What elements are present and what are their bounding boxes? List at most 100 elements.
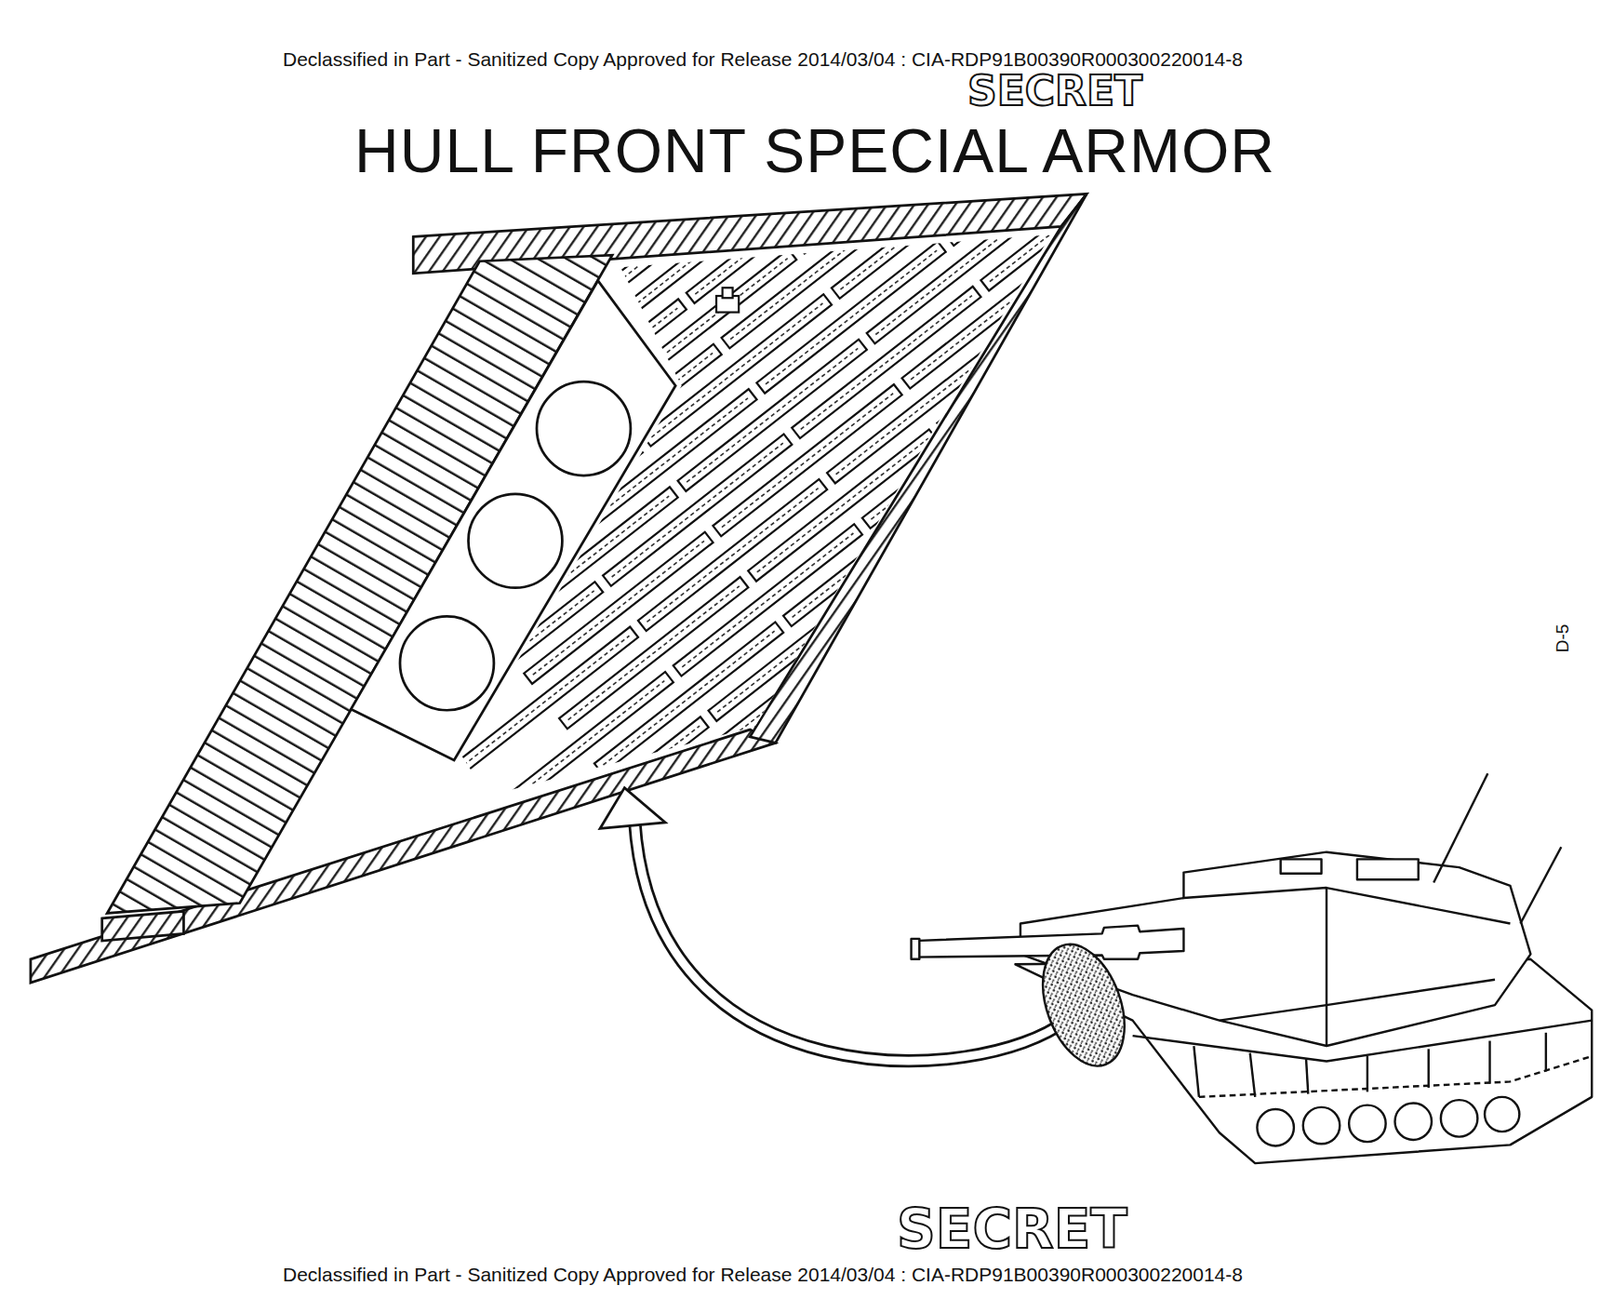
slat-core — [457, 635, 629, 770]
slat-outline — [629, 666, 819, 819]
laminate-slat — [1196, 224, 1386, 376]
slat-outline — [273, 401, 463, 554]
slat-outline — [897, 421, 1087, 574]
slat-core — [616, 258, 788, 393]
road-wheel — [1440, 1099, 1478, 1136]
slat-core — [581, 213, 753, 347]
slat-core — [281, 410, 454, 545]
slat-core — [638, 676, 810, 811]
laminate-slat — [1160, 179, 1350, 332]
slat-core — [533, 540, 705, 675]
slat-outline — [972, 326, 1161, 479]
slat-outline — [462, 253, 652, 406]
slat-core — [836, 340, 1008, 475]
release-stamp: Declassified in Part - Sanitized Copy Ap… — [282, 48, 1243, 71]
slat-core — [910, 245, 1082, 380]
base-block — [102, 910, 185, 941]
tank-gun — [913, 925, 1185, 960]
slat-core — [946, 290, 1118, 425]
slat-outline — [1196, 224, 1386, 376]
laminate-slat — [308, 446, 498, 599]
slat-outline — [1051, 228, 1240, 381]
slat-outline — [418, 397, 608, 549]
laminate-slat — [708, 569, 898, 721]
slat-outline — [308, 446, 498, 599]
sight — [1280, 858, 1322, 873]
laminate-slat — [343, 491, 533, 643]
laminate-slat — [747, 428, 937, 581]
slat-outline — [862, 376, 1052, 529]
slat-core — [423, 590, 595, 725]
slat-outline — [519, 716, 708, 868]
turret-line — [1183, 887, 1510, 923]
slat-outline — [594, 622, 784, 774]
slat-core — [906, 430, 1078, 565]
laminate-slat — [462, 253, 652, 406]
skirt-line — [1133, 1020, 1593, 1062]
slat-core — [717, 577, 889, 712]
laminate-slat — [1007, 372, 1197, 524]
skirt-panel — [1488, 1040, 1491, 1084]
slat-core — [1060, 238, 1232, 373]
road-wheel — [1484, 1096, 1520, 1132]
road-wheel — [1395, 1102, 1432, 1139]
slat-core — [1025, 192, 1197, 327]
slat-core — [959, 0, 1131, 53]
laminate-slat — [866, 191, 1056, 344]
armor-section — [30, 193, 1087, 983]
antenna — [1520, 846, 1561, 923]
diagram-title: HULL FRONT SPECIAL ARMOR — [354, 119, 1276, 184]
slat-outline — [1086, 273, 1276, 426]
laminate-slat — [897, 421, 1087, 574]
laminate-slat — [484, 671, 674, 824]
slat-core — [506, 307, 678, 442]
slat-core — [981, 335, 1153, 470]
slat-core — [757, 438, 929, 573]
slat-outline — [818, 519, 1008, 671]
laminate-slat — [673, 523, 863, 676]
arrow-head — [600, 787, 666, 829]
slat-outline — [936, 281, 1126, 434]
turret-line — [1219, 979, 1495, 1021]
classification-mark: SECRET — [967, 70, 1143, 112]
laminate-slat — [818, 519, 1008, 671]
tube — [536, 381, 631, 476]
turret-line — [1325, 887, 1328, 1046]
slat-core — [541, 352, 713, 487]
slat-core — [826, 528, 999, 663]
laminate-slat — [519, 716, 708, 868]
slat-core — [387, 545, 560, 680]
slat-core — [493, 680, 665, 815]
slat-core — [497, 495, 669, 630]
laminate-slat — [783, 474, 973, 627]
laminate-slat — [1015, 184, 1205, 336]
slat-core — [1094, 282, 1267, 417]
road-wheel — [1303, 1106, 1340, 1144]
tube — [467, 493, 562, 588]
slat-core — [870, 385, 1042, 520]
slat-core — [462, 451, 634, 586]
skirt-line — [1199, 1055, 1592, 1097]
muzzle — [911, 938, 920, 960]
slat-outline — [484, 671, 674, 824]
laminate-slat — [629, 666, 819, 819]
slat-core — [730, 205, 902, 340]
tank-drawing — [911, 773, 1593, 1163]
slat-outline — [783, 474, 973, 627]
tube — [400, 615, 494, 710]
laminate-slat — [902, 236, 1092, 388]
armor-location — [1027, 933, 1141, 1078]
slat-core — [1170, 187, 1342, 322]
laminate-slat — [1051, 228, 1240, 381]
skirt-panel — [1250, 1053, 1255, 1097]
slat-core — [875, 200, 1047, 335]
slat-outline — [673, 523, 863, 676]
cupola — [1357, 858, 1419, 880]
laminate-slat — [791, 286, 981, 439]
skirt-panel — [1306, 1058, 1308, 1094]
laminate-slat — [383, 351, 573, 504]
slat-core — [392, 360, 564, 495]
antenna — [1433, 773, 1488, 882]
laminate-slat — [972, 326, 1161, 479]
slat-outline — [708, 569, 898, 721]
